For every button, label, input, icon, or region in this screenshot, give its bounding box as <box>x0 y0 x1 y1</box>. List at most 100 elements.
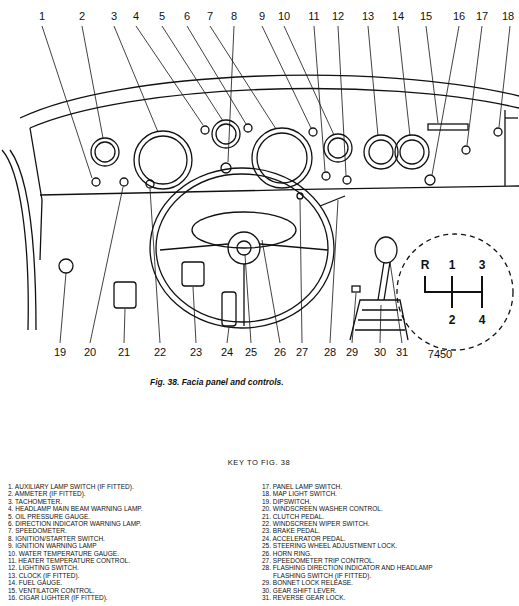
glovebox-edge <box>505 117 518 118</box>
callout-number: 12 <box>331 11 345 22</box>
clock <box>364 135 398 169</box>
key-column: 17. PANEL LAMP SWITCH.18. MAP LIGHT SWIT… <box>262 483 457 602</box>
callout-number: 18 <box>501 11 515 22</box>
callout-number: 13 <box>361 11 375 22</box>
callout-number: 14 <box>391 11 405 22</box>
ammeter-face <box>95 142 115 162</box>
key-entry: 13. CLOCK (IF FITTED). <box>8 572 248 579</box>
shift-pattern <box>425 276 482 308</box>
gear-position: 1 <box>449 259 456 271</box>
key-entry: 11. HEATER TEMPERATURE CONTROL. <box>8 557 248 564</box>
callout-number: 30 <box>373 347 387 358</box>
ventilator-slot <box>428 124 468 130</box>
callout-number: 2 <box>78 11 86 22</box>
key-entry: 7. SPEEDOMETER. <box>8 527 248 534</box>
callout-number: 29 <box>345 347 359 358</box>
key-entry: 2. AMMETER (IF FITTED). <box>8 490 248 497</box>
key-entry: 8. IGNITION/STARTER SWITCH. <box>8 535 248 542</box>
key-entry: 6. DIRECTION INDICATOR WARNING LAMP. <box>8 520 248 527</box>
key-entry: 26. HORN RING. <box>262 550 457 557</box>
trip-knob <box>297 193 303 199</box>
gear-position: 2 <box>449 314 456 326</box>
gear-knob <box>375 237 397 263</box>
key-entry: 1. AUXILIARY LAMP SWITCH (IF FITTED). <box>8 483 248 490</box>
indicator-stalk <box>320 196 345 206</box>
key-entry: 28. FLASHING DIRECTION INDICATOR AND HEA… <box>262 564 457 579</box>
callout-number: 3 <box>110 11 118 22</box>
figure-code: 7450 <box>428 349 452 360</box>
map-light-switch <box>494 128 502 136</box>
callout-number: 9 <box>258 11 266 22</box>
ignition-switch <box>221 163 231 173</box>
oil-pressure-face <box>216 124 236 144</box>
ignition-lamp <box>309 128 317 136</box>
key-heading: KEY TO FIG. 38 <box>228 459 291 467</box>
aux-lamp-switch <box>92 178 100 186</box>
accelerator-pedal <box>222 292 236 326</box>
key-entry: 24. ACCELERATOR PEDAL. <box>262 535 457 542</box>
wheel-hub <box>228 232 260 264</box>
washer-knob <box>120 178 128 186</box>
callout-number: 23 <box>189 347 203 358</box>
key-entry: 14. FUEL GAUGE. <box>8 579 248 586</box>
callout-number: 17 <box>475 11 489 22</box>
panel-lamp-switch <box>462 146 470 154</box>
callout-number: 4 <box>132 11 140 22</box>
facia-left <box>30 128 42 260</box>
shift-pattern-ring <box>397 234 513 350</box>
callout-number: 21 <box>117 347 131 358</box>
tachometer <box>134 131 192 189</box>
gear-lever <box>378 262 390 300</box>
key-entry: 18. MAP LIGHT SWITCH. <box>262 490 457 497</box>
callout-number: 15 <box>419 11 433 22</box>
key-entry: 10. WATER TEMPERATURE GAUGE. <box>8 550 248 557</box>
facia-right <box>504 110 505 186</box>
wheel-spokes <box>160 244 328 326</box>
horn-ring <box>192 212 296 248</box>
dipswitch <box>59 259 73 273</box>
gear-position: 3 <box>479 259 486 271</box>
door-edge <box>2 150 28 330</box>
callout-number: 27 <box>295 347 309 358</box>
key-entry: 5. OIL PRESSURE GAUGE. <box>8 513 248 520</box>
oil-pressure-gauge <box>212 120 240 148</box>
tachometer-face <box>139 136 187 184</box>
key-entry: 9. IGNITION WARNING LAMP <box>8 542 248 549</box>
key-entry: 31. REVERSE GEAR LOCK. <box>262 594 457 601</box>
heater-knob <box>322 172 330 180</box>
key-entry: 29. BONNET LOCK RELEASE. <box>262 579 457 586</box>
key-entry: 25. STEERING WHEEL ADJUSTMENT LOCK. <box>262 542 457 549</box>
leader-lines <box>42 26 510 343</box>
door-edge <box>10 150 36 330</box>
key-entry: 19. DIPSWITCH. <box>262 498 457 505</box>
callout-number: 1 <box>38 11 46 22</box>
hub-lock <box>237 241 251 255</box>
key-entry: 16. CIGAR LIGHTER (IF FITTED). <box>8 594 248 601</box>
speedometer <box>252 128 312 188</box>
key-column: 1. AUXILIARY LAMP SWITCH (IF FITTED).2. … <box>8 483 248 602</box>
key-entry: 23. BRAKE PEDAL. <box>262 527 457 534</box>
key-entry: 17. PANEL LAMP SWITCH. <box>262 483 457 490</box>
gaiter <box>350 300 408 340</box>
cigar-lighter <box>425 175 435 185</box>
main-beam-lamp <box>201 126 209 134</box>
callout-number: 19 <box>53 347 67 358</box>
callout-number: 20 <box>83 347 97 358</box>
key-entry: 21. CLUTCH PEDAL. <box>262 513 457 520</box>
fuel-gauge <box>395 135 429 169</box>
key-entry: 30. GEAR SHIFT LEVER. <box>262 587 457 594</box>
key-entry: 27. SPEEDOMETER TRIP CONTROL. <box>262 557 457 564</box>
callout-number: 7 <box>206 11 214 22</box>
callout-number: 28 <box>323 347 337 358</box>
callout-number: 26 <box>273 347 287 358</box>
steering-rim <box>150 168 334 328</box>
callout-number: 24 <box>220 347 234 358</box>
fuel-gauge-face <box>400 140 424 164</box>
water-temp-gauge <box>324 134 352 162</box>
figure-caption: Fig. 38. Facia panel and controls. <box>150 377 284 387</box>
callout-number: 10 <box>277 11 291 22</box>
ammeter <box>91 138 119 166</box>
callout-number: 6 <box>183 11 191 22</box>
cowl-roll <box>30 89 519 128</box>
callout-number: 25 <box>244 347 258 358</box>
